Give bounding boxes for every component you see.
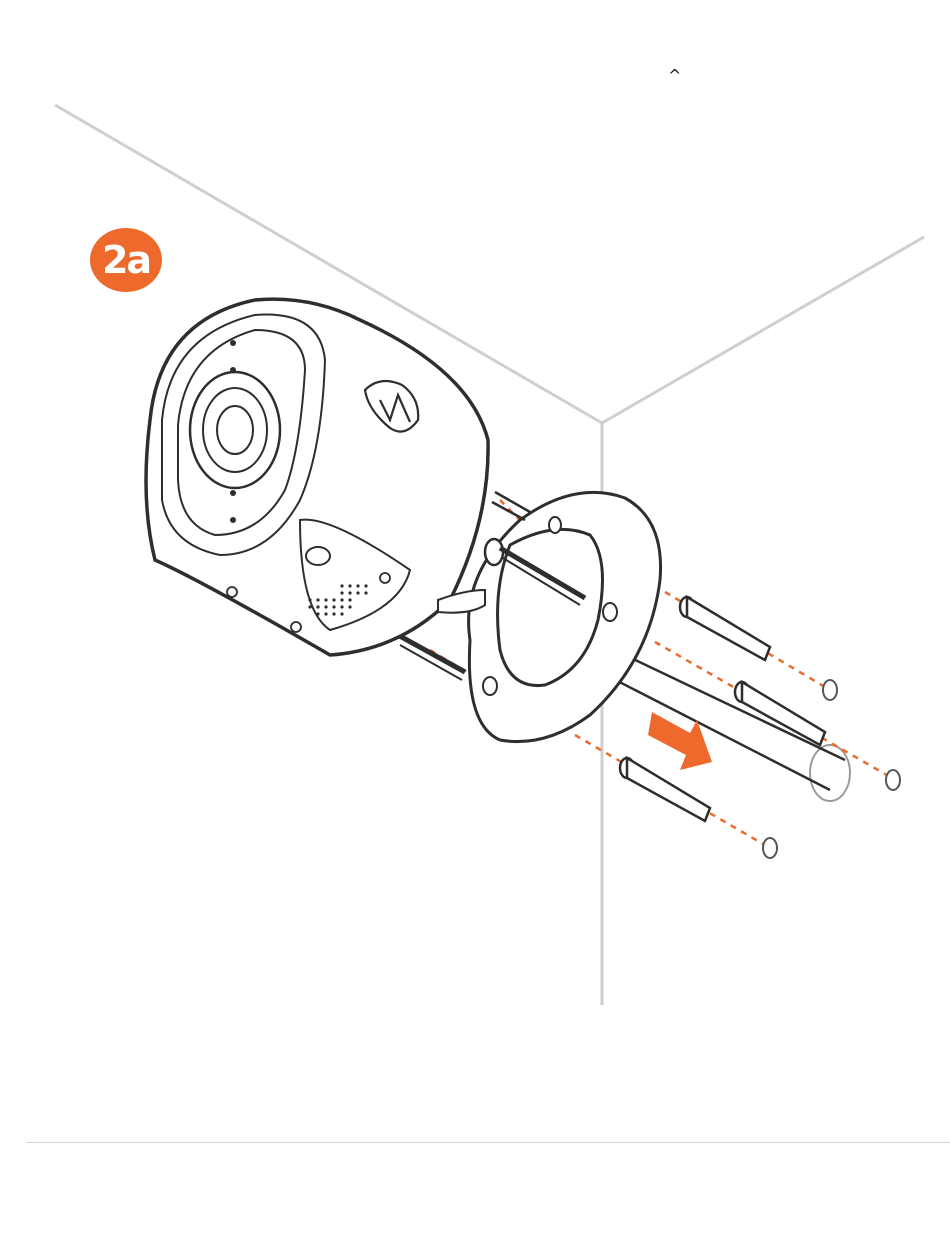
step-label: 2a bbox=[102, 238, 150, 282]
screw-bottom bbox=[398, 635, 465, 680]
bottom-divider bbox=[26, 1142, 950, 1143]
wall-anchor-icon bbox=[620, 597, 825, 821]
anchor-top bbox=[680, 597, 770, 660]
insertion-arrow-icon bbox=[648, 712, 712, 770]
step-badge: 2a bbox=[90, 228, 162, 292]
mounting-plate-icon bbox=[469, 492, 661, 741]
camera-icon bbox=[146, 299, 488, 655]
anchor-bottom bbox=[620, 758, 710, 821]
